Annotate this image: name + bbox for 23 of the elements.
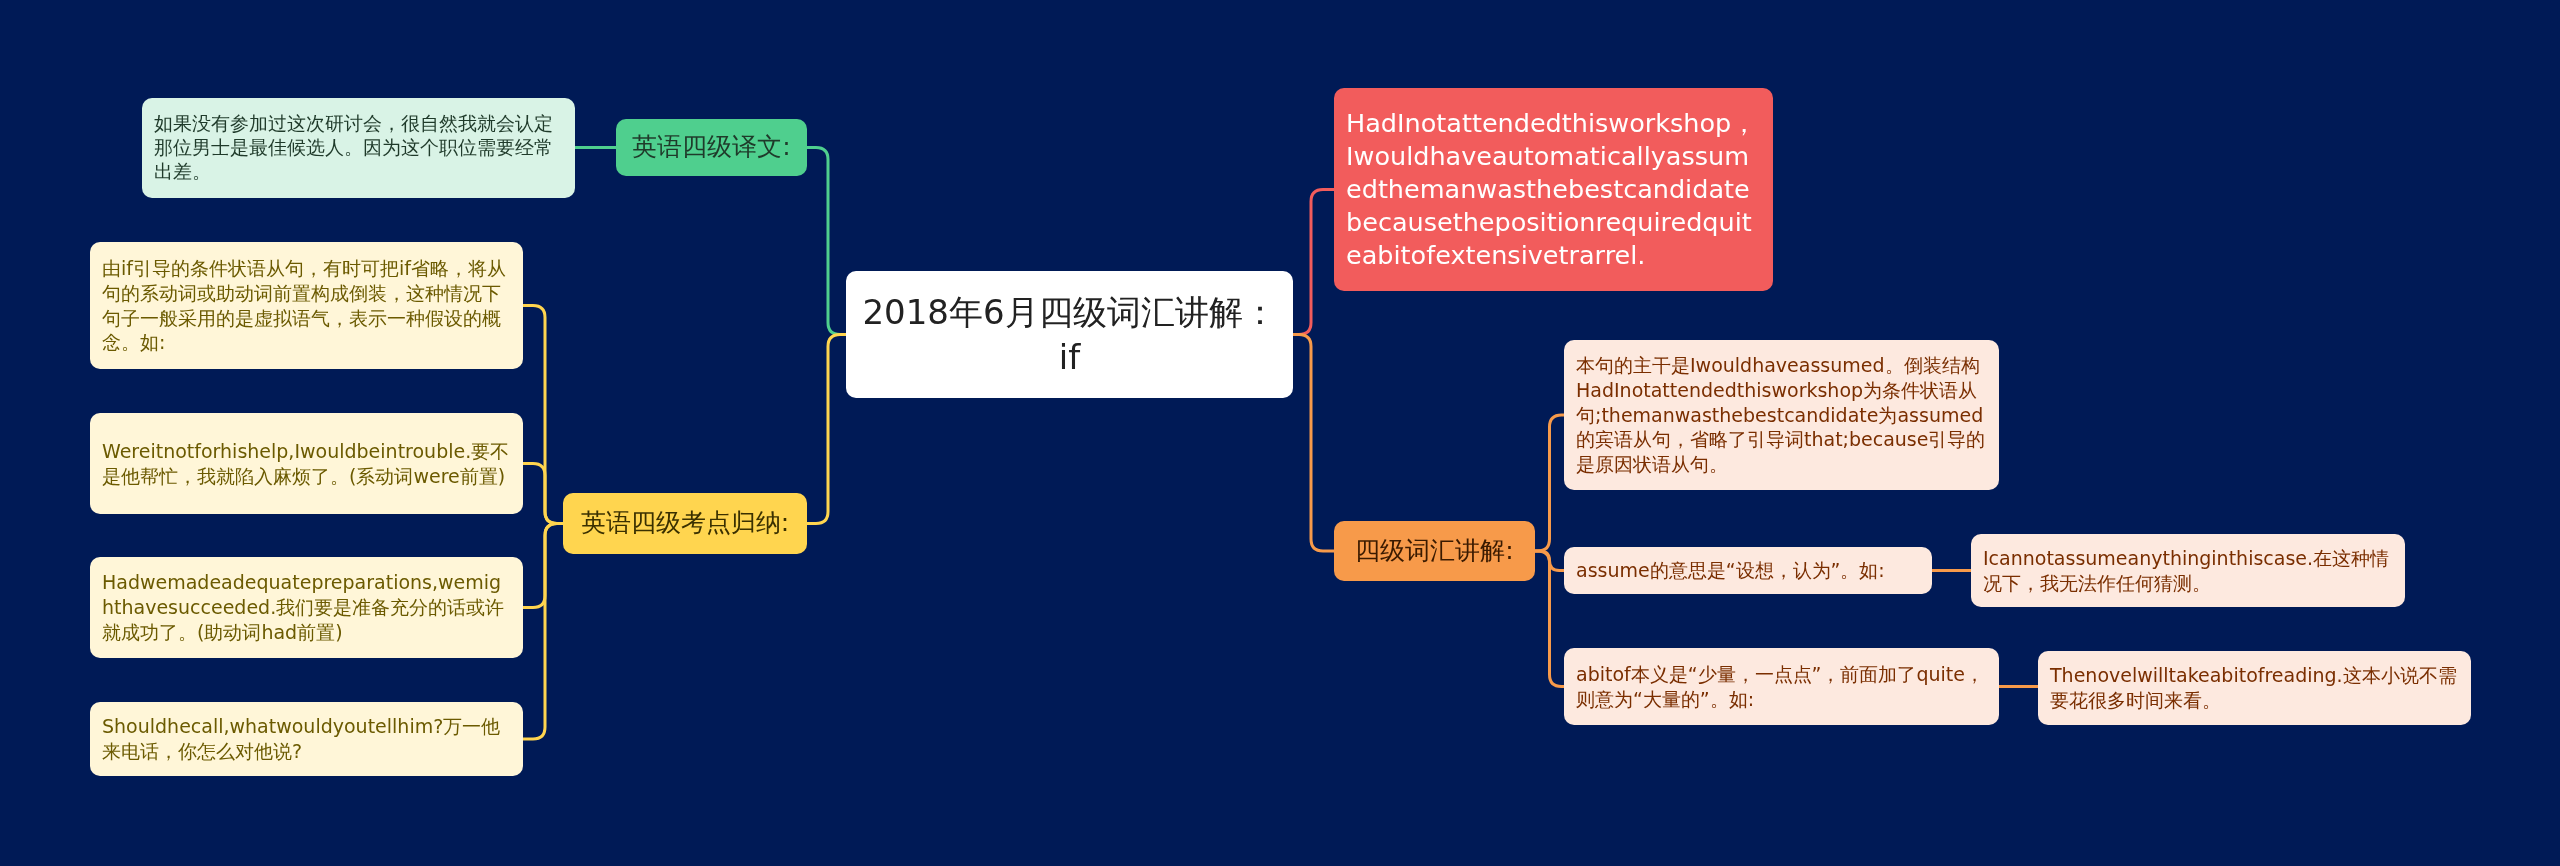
connector-line xyxy=(807,333,846,525)
note-box: Hadwemadeadequatepreparations,wemighthavesucceeded.我们要是准备充分的话或许就成功了。(助动词had前置) xyxy=(90,557,523,658)
note-box: Wereitnotforhishelp,Iwouldbeintrouble.要不是他帮忙，我就陷入麻烦了。(系动词were前置) xyxy=(90,413,523,514)
note-box: 由if引导的条件状语从句，有时可把if省略，将从句的系动词或助动词前置构成倒装，这种情况下句子一般采用的是虚拟语气，表示一种假设的概念。如: xyxy=(90,242,523,369)
note-box: Icannotassumeanythinginthiscase.在这种情况下，我无法作任何猜测。 xyxy=(1971,534,2405,607)
connector-line xyxy=(1932,569,1971,572)
connector-line xyxy=(1535,549,1564,688)
note-box: 本句的主干是Iwouldhaveassumed。倒装结构HadInotattendedthisworkshop为条件状语从句;themanwasthebestcandidate为assumed的宾语从句，省略了引导词that;because引导的是原因状语从句。 xyxy=(1564,340,1999,490)
connector-line xyxy=(1293,333,1334,553)
connector-line xyxy=(1999,685,2038,688)
note-box: Shouldhecall,whatwouldyoutellhim?万一他来电话，你怎么对他说? xyxy=(90,702,523,776)
note-box: 如果没有参加过这次研讨会，很自然我就会认定那位男士是最佳候选人。因为这个职位需要经常出差。 xyxy=(142,98,575,198)
connector-line xyxy=(1535,413,1564,553)
connector-line xyxy=(523,522,563,741)
note-box: Thenovelwilltakeabitofreading.这本小说不需要花很多时间来看。 xyxy=(2038,651,2471,725)
topic-box: 2018年6月四级词汇讲解：if xyxy=(846,271,1293,398)
note-box: assume的意思是“设想，认为”。如: xyxy=(1564,547,1932,594)
connector-line xyxy=(575,146,616,149)
branch-box: 四级词汇讲解: xyxy=(1334,521,1535,581)
branch-box: HadInotattendedthisworkshop，Iwouldhaveautomaticallyassumedthemanwasthebestcandidatebecausethepositionrequiredquiteabitofextensivetrarrel. xyxy=(1334,88,1773,291)
branch-box: 英语四级考点归纳: xyxy=(563,493,807,554)
note-box: abitof本义是“少量，一点点”，前面加了quite，则意为“大量的”。如: xyxy=(1564,648,1999,725)
branch-box: 英语四级译文: xyxy=(616,119,807,176)
